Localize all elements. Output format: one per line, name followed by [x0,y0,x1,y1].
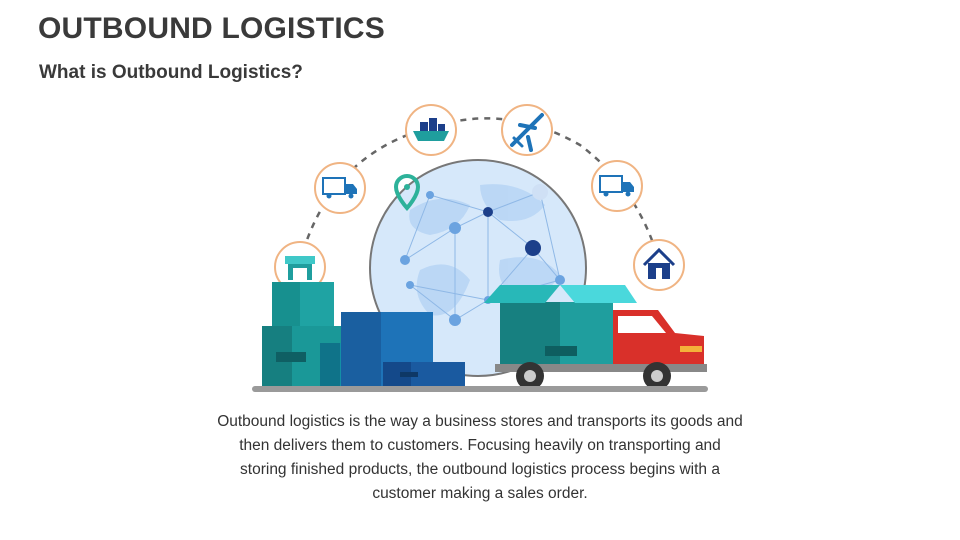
page-title: OUTBOUND LOGISTICS [38,12,385,45]
description-text: Outbound logistics is the way a business… [217,413,743,502]
ground-line [252,386,708,392]
location-pin-icon [393,173,421,211]
delivery-truck [484,285,707,390]
delivery-truck-icon [314,162,366,214]
house-icon [633,239,685,291]
warehouse-icon [274,241,326,293]
page-subtitle: What is Outbound Logistics? [39,62,303,83]
airplane-icon [501,104,553,156]
cargo-ship-icon [405,104,457,156]
outbound-logistics-illustration [252,104,708,392]
cardboard-boxes [262,282,465,388]
delivery-truck-icon [591,160,643,212]
